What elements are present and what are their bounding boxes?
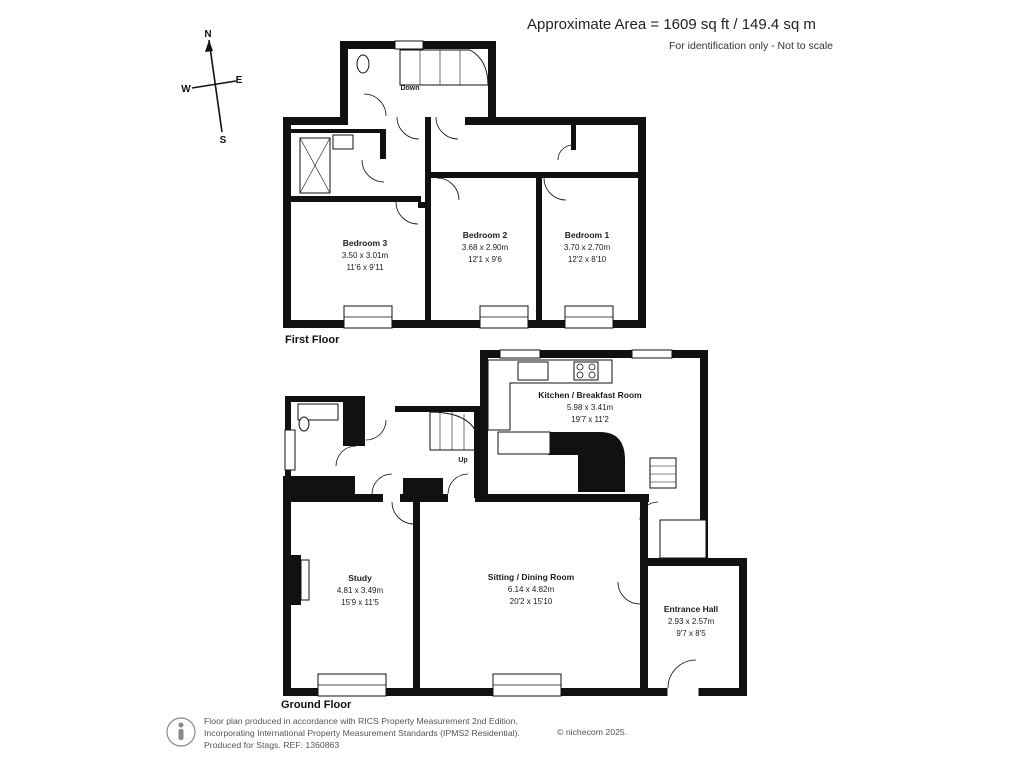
- first-floor-plan: Down: [283, 40, 646, 329]
- room-metric: 6.14 x 4.82m: [508, 585, 555, 594]
- compass-north: N: [204, 29, 211, 40]
- ground-floor-title: Ground Floor: [281, 699, 352, 711]
- stairs-down-label: Down: [400, 85, 419, 92]
- room-name: Bedroom 3: [343, 238, 388, 248]
- footer-line-3: Produced for Stags. REF: 1360863: [204, 740, 340, 750]
- room-study: Study 4.81 x 3.49m 15'9 x 11'5: [337, 573, 384, 607]
- stairs-up-label: Up: [458, 457, 467, 464]
- first-floor-title: First Floor: [285, 334, 340, 346]
- footer-notes: Floor plan produced in accordance with R…: [204, 715, 520, 751]
- ground-floor-plan: Up: [283, 349, 747, 697]
- room-name: Kitchen / Breakfast Room: [538, 390, 642, 400]
- room-imperial: 11'6 x 9'11: [346, 263, 384, 272]
- room-name: Bedroom 1: [565, 230, 610, 240]
- room-imperial: 20'2 x 15'10: [510, 597, 553, 606]
- ipms-person-icon: [166, 717, 196, 747]
- room-entrance-hall: Entrance Hall 2.93 x 2.57m 9'7 x 8'5: [664, 604, 718, 638]
- compass-west: W: [181, 84, 191, 95]
- room-bedroom-1: Bedroom 1 3.70 x 2.70m 12'2 x 8'10: [564, 230, 611, 264]
- room-metric: 3.68 x 2.90m: [462, 243, 509, 252]
- copyright: © nichecom 2025.: [557, 727, 628, 737]
- footer-line-1: Floor plan produced in accordance with R…: [204, 716, 518, 726]
- room-sitting-dining: Sitting / Dining Room 6.14 x 4.82m 20'2 …: [488, 572, 575, 606]
- scale-note: For identification only - Not to scale: [669, 40, 833, 52]
- room-kitchen-breakfast: Kitchen / Breakfast Room 5.98 x 3.41m 19…: [538, 390, 642, 424]
- room-metric: 3.70 x 2.70m: [564, 243, 611, 252]
- room-metric: 4.81 x 3.49m: [337, 586, 384, 595]
- room-name: Entrance Hall: [664, 604, 718, 614]
- room-bedroom-3: Bedroom 3 3.50 x 3.01m 11'6 x 9'11: [342, 238, 389, 272]
- room-name: Sitting / Dining Room: [488, 572, 575, 582]
- room-metric: 3.50 x 3.01m: [342, 251, 389, 260]
- room-name: Bedroom 2: [463, 230, 508, 240]
- room-name: Study: [348, 573, 372, 583]
- footer-line-2: Incorporating International Property Mea…: [204, 728, 520, 738]
- room-imperial: 12'1 x 9'6: [468, 255, 502, 264]
- compass-east: E: [236, 75, 243, 86]
- room-imperial: 19'7 x 11'2: [571, 415, 609, 424]
- room-bedroom-2: Bedroom 2 3.68 x 2.90m 12'1 x 9'6: [462, 230, 509, 264]
- compass-icon: N E S W: [181, 29, 242, 146]
- room-metric: 5.98 x 3.41m: [567, 403, 614, 412]
- room-imperial: 9'7 x 8'5: [676, 629, 706, 638]
- room-metric: 2.93 x 2.57m: [668, 617, 715, 626]
- compass-south: S: [220, 135, 227, 146]
- approximate-area: Approximate Area = 1609 sq ft / 149.4 sq…: [527, 16, 816, 33]
- room-imperial: 12'2 x 8'10: [568, 255, 607, 264]
- room-imperial: 15'9 x 11'5: [341, 598, 379, 607]
